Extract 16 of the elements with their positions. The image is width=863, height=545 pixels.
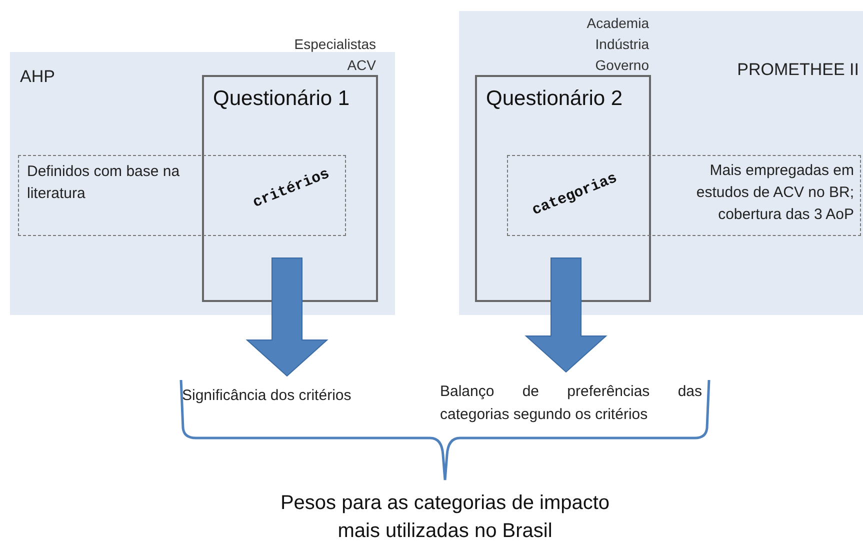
dashed-box xyxy=(18,155,346,236)
description-text: Mais empregadas em estudos de ACV no BR; cobertura das 3 AoP xyxy=(695,161,854,225)
participant-label: Academia Indústria Governo xyxy=(586,14,649,75)
method-title: PROMETHEE II xyxy=(737,59,859,81)
method-title: AHP xyxy=(20,66,55,88)
conclusion-text: Pesos para as categorias de impacto mais utilizadas no Brasil xyxy=(280,489,610,545)
block-arrow xyxy=(524,258,608,373)
dashed-box xyxy=(507,155,861,236)
method-panel xyxy=(459,11,863,315)
result-text: Significância dos critérios xyxy=(182,384,402,408)
description-text: Definidos com base na literatura xyxy=(27,162,181,204)
questionnaire-title: Questionário 2 xyxy=(486,86,623,112)
participant-label: Especialistas ACV xyxy=(293,35,376,75)
questionnaire-title: Questionário 1 xyxy=(213,86,350,112)
result-text: Balanço de preferências das categorias segundo os critérios xyxy=(440,380,702,430)
block-arrow xyxy=(246,258,328,377)
